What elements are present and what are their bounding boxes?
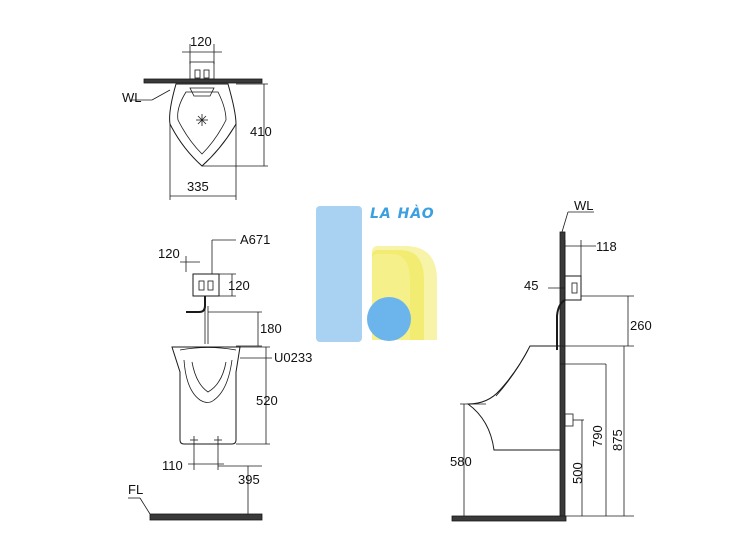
logo-blue-bar xyxy=(316,206,362,342)
side-valve-body xyxy=(564,275,582,301)
side-dim-118: 118 xyxy=(596,239,617,254)
side-urinal-profile xyxy=(466,345,560,451)
front-dim-395: 395 xyxy=(238,472,260,487)
side-dim-45: 45 xyxy=(524,278,538,293)
side-supply-pipe xyxy=(556,299,566,350)
front-supply-pipe xyxy=(186,296,206,313)
front-bracket-marks xyxy=(190,436,222,444)
side-dim-790: 790 xyxy=(590,425,605,447)
front-dim-110: 110 xyxy=(162,458,183,473)
front-urinal-body xyxy=(171,346,241,445)
top-urinal-bowl xyxy=(177,91,227,155)
brand-logo: LA HÀO xyxy=(316,205,437,342)
top-wall-label: WL xyxy=(122,90,142,105)
side-bracket xyxy=(564,413,574,427)
top-urinal-spud xyxy=(189,87,215,97)
side-dim-875: 875 xyxy=(610,429,625,451)
front-view: A671 120 120 180 U0233 520 xyxy=(128,232,312,521)
side-floor xyxy=(451,515,567,522)
top-dim-335: 335 xyxy=(187,179,209,194)
front-floor-label: FL xyxy=(128,482,143,497)
front-dim-120-a: 120 xyxy=(158,246,180,261)
front-dim-180: 180 xyxy=(260,321,282,336)
top-view: 120 410 335 WL xyxy=(122,34,272,200)
logo-blue-circle xyxy=(367,297,411,341)
front-floor xyxy=(149,513,263,521)
side-dim-580: 580 xyxy=(450,454,472,469)
front-valve-model: A671 xyxy=(240,232,270,247)
front-urinal-model: U0233 xyxy=(274,350,312,365)
side-dim-260: 260 xyxy=(630,318,652,333)
front-dim-520: 520 xyxy=(256,393,278,408)
side-view: WL 118 45 260 875 790 500 5 xyxy=(450,198,652,522)
drain-icon xyxy=(196,114,208,126)
top-dim-120: 120 xyxy=(190,34,212,49)
side-dim-500: 500 xyxy=(570,462,585,484)
front-valve-body xyxy=(192,273,220,297)
front-urinal-bowl xyxy=(183,359,233,403)
front-dim-120-b: 120 xyxy=(228,278,250,293)
logo-text: LA HÀO xyxy=(370,205,435,222)
top-wall xyxy=(143,78,263,84)
side-wall xyxy=(559,231,566,521)
top-dim-410: 410 xyxy=(250,124,272,139)
side-wall-label: WL xyxy=(574,198,594,213)
top-valve-block xyxy=(189,61,215,80)
